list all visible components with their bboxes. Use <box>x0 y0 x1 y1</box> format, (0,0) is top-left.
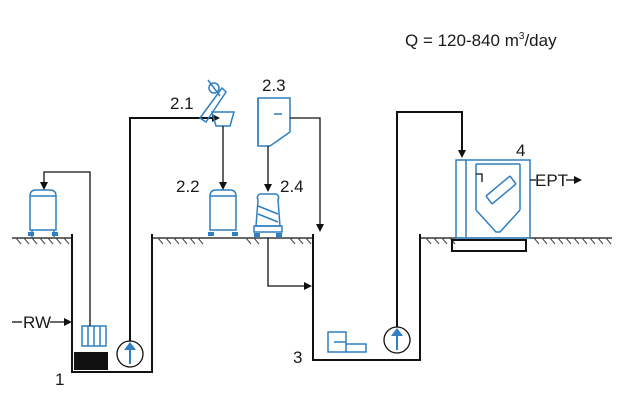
equipment-4 <box>451 159 531 252</box>
pump-tank-3 <box>383 326 411 354</box>
label-inlet: RW <box>23 313 51 332</box>
label-outlet: EPT <box>535 171 568 190</box>
inlet-arrow <box>12 318 72 326</box>
equipment-2-2 <box>208 189 238 236</box>
pipe-tank1-to-2-1 <box>129 117 214 341</box>
equipment-2-4 <box>253 193 283 237</box>
line-2-4-to-tank-3 <box>267 238 306 287</box>
label-unit-4: 4 <box>516 141 525 160</box>
reagent-container-left <box>28 189 58 237</box>
label-unit-2-1: 2.1 <box>170 94 194 113</box>
grit-sump <box>74 352 108 370</box>
dosing-line-left <box>43 171 91 326</box>
label-unit-2-3: 2.3 <box>262 76 286 95</box>
equipment-2-3 <box>257 97 291 147</box>
equipment-2-1 <box>198 79 235 127</box>
outlet-arrow <box>530 176 582 184</box>
label-unit-2-2: 2.2 <box>176 177 200 196</box>
pipe-tank3-to-4 <box>396 111 463 327</box>
tank-3 <box>312 234 421 361</box>
bar-screen <box>81 325 107 347</box>
tank-1 <box>71 234 153 373</box>
label-unit-1: 1 <box>55 370 64 389</box>
label-unit-2-4: 2.4 <box>280 177 304 196</box>
mixer <box>327 331 367 353</box>
flow-rate-label: Q = 120-840 m3/day <box>405 31 557 50</box>
line-2-3-to-tank-3 <box>290 117 321 226</box>
label-unit-3: 3 <box>293 348 302 367</box>
pump-tank-1 <box>116 340 144 368</box>
